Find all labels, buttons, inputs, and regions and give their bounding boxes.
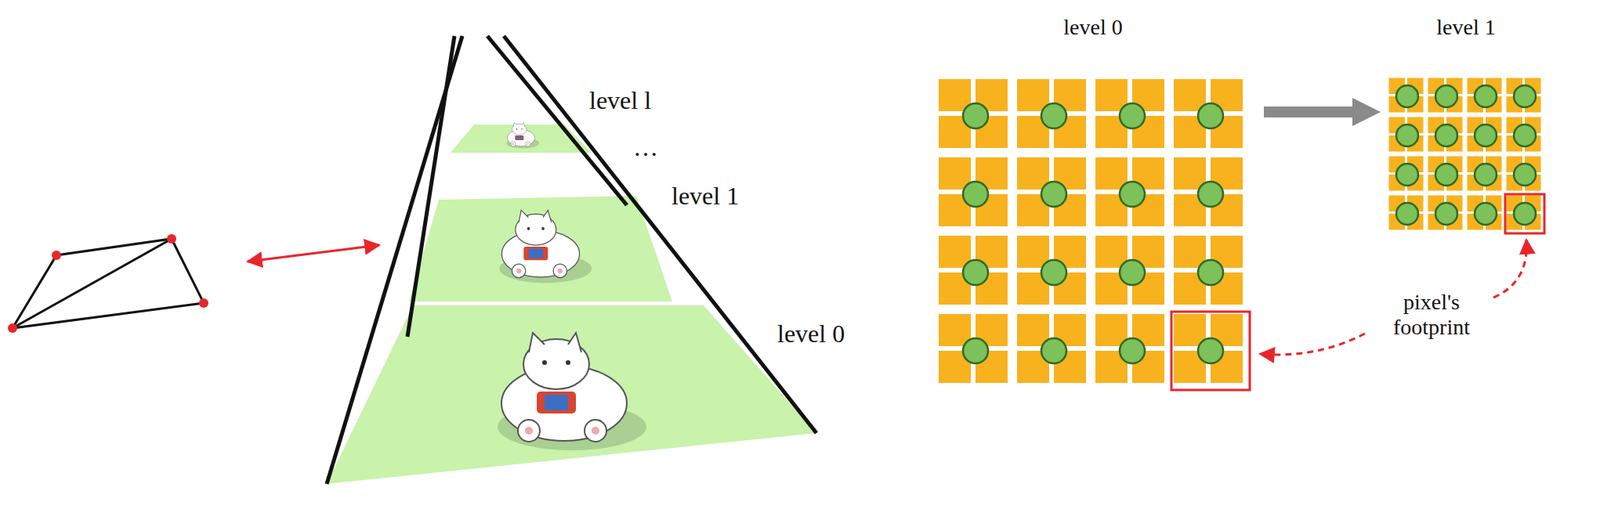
triangle-mesh	[12, 238, 204, 329]
footprint-box	[1171, 311, 1250, 391]
footprint-leader	[1259, 333, 1365, 355]
pyramid-edges	[326, 36, 817, 485]
level-heading: level 1	[1375, 14, 1557, 41]
texel-grid-level-1	[1389, 78, 1542, 231]
mapping-arrow	[247, 245, 380, 262]
level-label: level 0	[777, 319, 845, 349]
callout-label: pixel's footprint	[1372, 289, 1491, 341]
footprint-box	[1505, 194, 1545, 234]
cat-picture	[506, 122, 540, 149]
mipmap-pyramid	[326, 124, 817, 485]
mipmap-level-grid: level 1	[1375, 14, 1557, 242]
level-label: …	[633, 133, 659, 163]
level-heading: level 0	[928, 14, 1258, 41]
mesh-vertices	[7, 234, 209, 334]
texel-grid-level-0	[938, 79, 1243, 384]
level-arrow	[1263, 106, 1358, 118]
level-label: level 1	[671, 181, 739, 211]
level-label: level l	[589, 86, 652, 116]
cat-picture	[497, 333, 647, 451]
cat-picture	[499, 209, 592, 283]
mipmap-level-grid: level 0	[928, 14, 1258, 399]
footprint-leader	[1493, 239, 1527, 298]
